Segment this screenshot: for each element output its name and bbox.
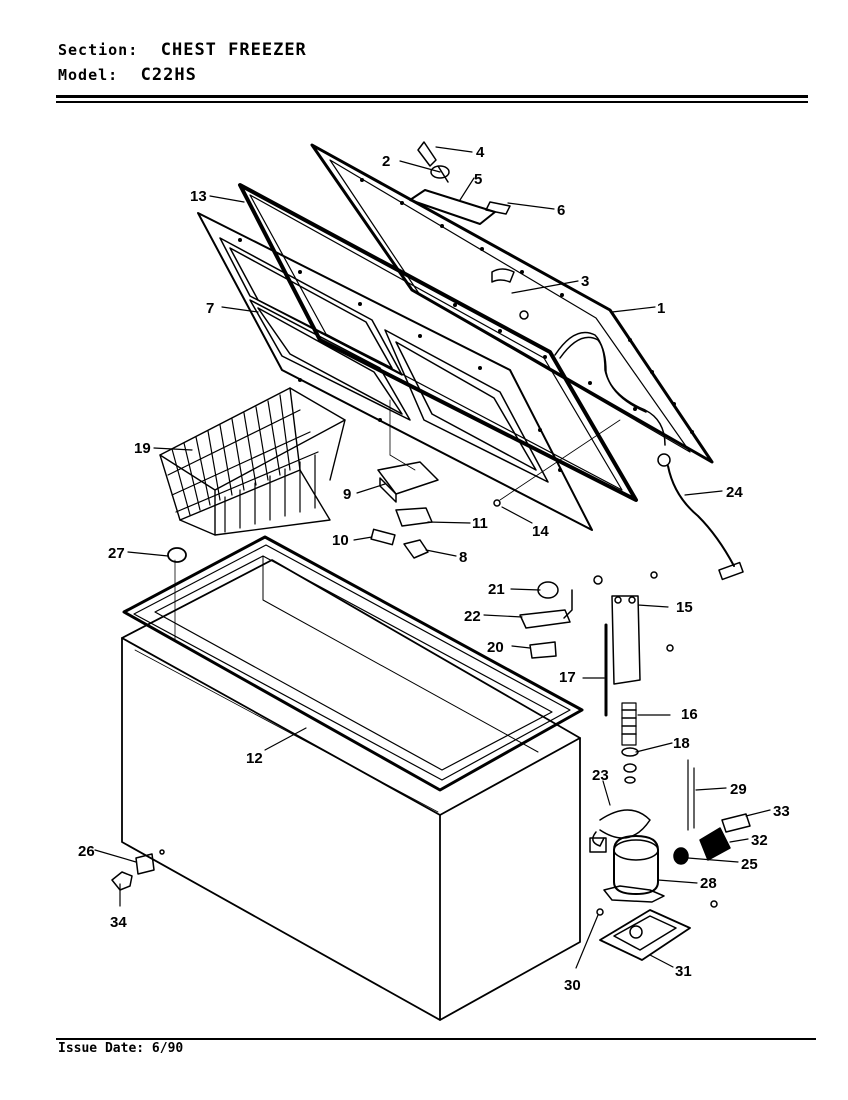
wire-basket — [159, 387, 346, 536]
lid-outer-panel — [310, 143, 714, 464]
callout-17: 17 — [559, 669, 576, 686]
callout-1: 1 — [657, 300, 665, 317]
callout-28: 28 — [700, 875, 717, 892]
callout-10: 10 — [332, 532, 349, 549]
callout-leaders — [94, 146, 771, 969]
model-header: Model: C22HS — [58, 65, 197, 85]
drain-plug — [111, 547, 187, 891]
footer-rule — [56, 1038, 816, 1040]
lid-gasket — [238, 183, 638, 502]
callout-7: 7 — [206, 300, 214, 317]
callout-25: 25 — [741, 856, 758, 873]
callout-34: 34 — [110, 914, 127, 931]
header-rule-top — [56, 95, 808, 98]
callout-3: 3 — [581, 273, 589, 290]
callout-21: 21 — [488, 581, 505, 598]
callout-31: 31 — [675, 963, 692, 980]
callout-30: 30 — [564, 977, 581, 994]
leader-connection-lines — [174, 399, 621, 641]
lid-handle-assembly — [409, 141, 529, 320]
lid-inner-liner — [197, 212, 593, 531]
power-cord — [554, 331, 744, 581]
callout-19: 19 — [134, 440, 151, 457]
callout-18: 18 — [673, 735, 690, 752]
callout-33: 33 — [773, 803, 790, 820]
lid-light-assembly — [370, 461, 501, 559]
callout-13: 13 — [190, 188, 207, 205]
callout-20: 20 — [487, 639, 504, 656]
callout-16: 16 — [681, 706, 698, 723]
compressor-assembly — [519, 571, 751, 961]
callout-14: 14 — [532, 523, 549, 540]
section-value: CHEST FREEZER — [160, 40, 307, 60]
callout-29: 29 — [730, 781, 747, 798]
section-label: Section: — [58, 41, 139, 59]
callout-32: 32 — [751, 832, 768, 849]
model-value: C22HS — [140, 65, 197, 85]
callout-6: 6 — [557, 202, 565, 219]
freezer-cabinet — [121, 535, 584, 1021]
callout-5: 5 — [474, 171, 482, 188]
callout-12: 12 — [246, 750, 263, 767]
callout-9: 9 — [343, 486, 351, 503]
callout-11: 11 — [472, 515, 488, 532]
callout-labels: 1 2 3 4 5 6 7 8 9 10 11 12 13 14 15 16 1… — [78, 144, 790, 994]
callout-15: 15 — [676, 599, 693, 616]
callout-23: 23 — [592, 767, 609, 784]
header-rule-bottom — [56, 101, 808, 103]
section-header: Section: CHEST FREEZER — [58, 40, 307, 60]
callout-24: 24 — [726, 484, 743, 501]
callout-2: 2 — [382, 153, 390, 170]
callout-8: 8 — [459, 549, 467, 566]
callout-4: 4 — [476, 144, 485, 161]
callout-27: 27 — [108, 545, 125, 562]
model-label: Model: — [58, 66, 119, 84]
callout-26: 26 — [78, 843, 95, 860]
callout-22: 22 — [464, 608, 481, 625]
issue-date: Issue Date: 6/90 — [58, 1041, 184, 1056]
